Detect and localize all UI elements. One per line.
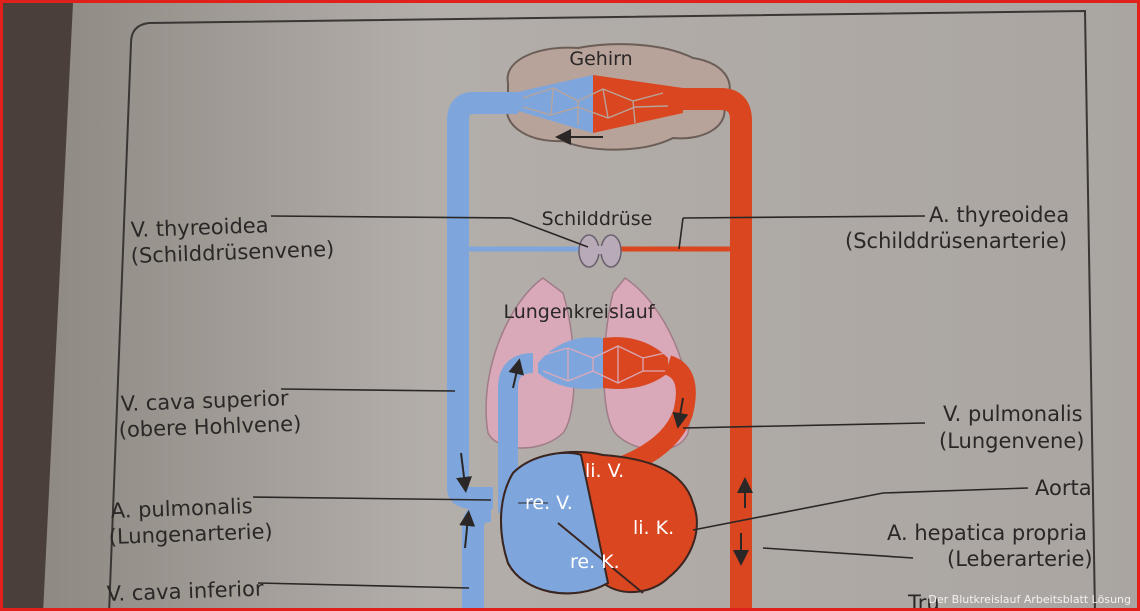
label-a-thyreoidea-de: (Schilddrüsenarterie) [845,229,1067,253]
label-v-pulmonalis: V. pulmonalis [943,402,1083,426]
heart-septum [557,522,644,594]
ivc-arrow [459,510,476,549]
brain-venous-capillaries [513,75,593,133]
label-pulmonary-circuit: Lungenkreislauf [503,301,655,323]
watermark: Der Blutkreislauf Arbeitsblatt Lösung [928,593,1131,606]
label-thyroid: Schilddrüse [542,208,653,230]
label-v-pulmonalis-de: (Lungenvene) [939,429,1084,453]
label-v-cava-superior: V. cava superior [120,386,289,416]
book-page [43,3,1137,608]
label-v-cava-inferior: V. cava inferior [106,577,264,606]
lung-arterial-capillaries [603,337,668,389]
label-a-thyreoidea: A. thyreoidea [929,203,1069,227]
brain-capillary-mesh [522,87,669,125]
pulmonary-artery-arrow [508,358,525,389]
label-a-hepatica-de: (Leberarterie) [947,547,1093,571]
label-truncus-partial: Tru [907,591,940,611]
figure-border [130,9,1096,608]
figure-border-left [108,42,132,608]
label-a-pulmonalis: A. pulmonalis [110,494,253,523]
label-a-pulmonalis-de: (Lungenarterie) [108,519,273,549]
vena-cava-inferior-vessel [462,500,492,608]
label-re-k: re. K. [570,551,620,573]
vena-cava-arrow [456,452,472,493]
vena-cava-superior-vessel [447,92,518,509]
label-li-k: li. K. [633,517,674,539]
aorta-vessel [683,88,752,608]
thyroid-gland [578,234,622,268]
label-aorta: Aorta [1035,476,1092,500]
label-li-v: li. V. [585,460,624,482]
pulmonary-vein-arrow [672,397,689,429]
leader-lines [252,215,1029,589]
label-v-thyreoidea: V. thyreoidea [130,213,269,242]
label-a-hepatica: A. hepatica propria [887,521,1087,545]
heart-right-side [500,451,610,595]
lung-capillary-mesh [542,345,666,384]
circulation-diagram: Gehirn Schilddrüse Lungenkreislauf V. th… [3,3,1137,611]
label-re-v: re. V. [525,492,573,514]
brain-arterial-capillaries [593,75,683,133]
label-brain: Gehirn [569,48,632,70]
